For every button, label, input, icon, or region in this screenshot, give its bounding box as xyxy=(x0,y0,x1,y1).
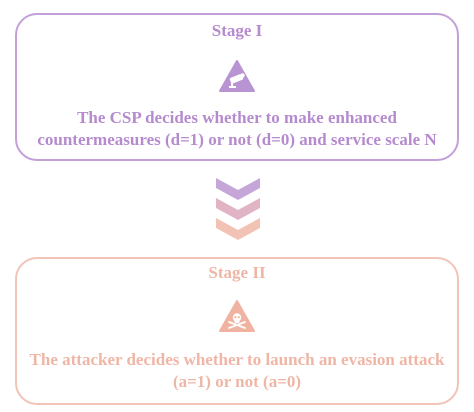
security-camera-icon xyxy=(219,60,255,92)
stage-1-description: The CSP decides whether to make enhanced… xyxy=(37,108,437,149)
flow-arrows xyxy=(216,178,260,240)
chevron-down-icon xyxy=(216,178,260,200)
stage-2-description: The attacker decides whether to launch a… xyxy=(29,350,445,391)
stage-2-title: Stage II xyxy=(208,263,266,282)
stage-2-box: Stage II The attacker decides whether to… xyxy=(15,257,459,405)
chevron-down-icon xyxy=(216,198,260,220)
stage-1-box: Stage I The CSP decides whether to make … xyxy=(15,13,459,161)
stage-1-title: Stage I xyxy=(211,21,263,40)
chevron-down-icon xyxy=(216,218,260,240)
skull-crossbones-icon xyxy=(219,300,255,332)
